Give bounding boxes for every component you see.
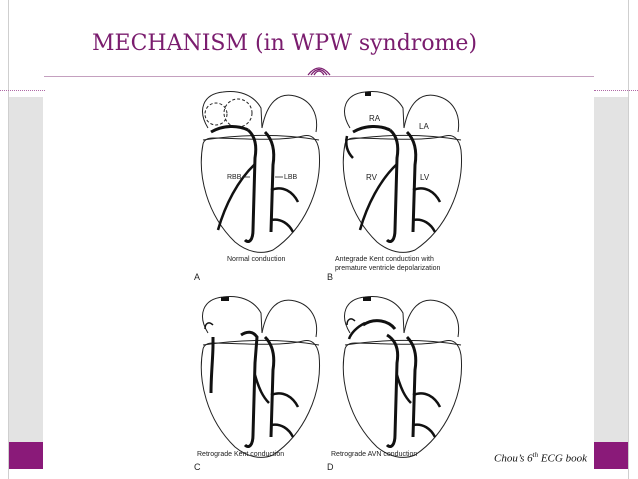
title-area: MECHANISM (in WPW syndrome): [44, 0, 594, 95]
heart-diagram-d: [342, 296, 463, 458]
panel-c-caption: Retrograde Kent conduction: [197, 451, 285, 458]
panel-b-caption-line-1: Antegrade Kent conduction with: [335, 256, 434, 263]
diagram-panel-d: Retrograde AVN conduction D: [325, 285, 470, 475]
source-suffix: ECG book: [538, 452, 587, 465]
arc-ornament-icon: [307, 67, 331, 76]
panel-a-caption: Normal conduction: [227, 256, 286, 263]
panel-b-caption-line-2: premature ventricle depolarization: [335, 265, 441, 272]
panel-d-caption: Retrograde AVN conduction: [331, 451, 418, 458]
left-border-line: [8, 0, 9, 479]
left-accent-block: [9, 442, 43, 469]
title-underline: [44, 76, 594, 77]
label-rbb: RBB: [227, 174, 242, 181]
diagram-panel-b: RA LA RV LV Antegrade Kent conduction wi…: [325, 80, 470, 290]
heart-diagram-b: [342, 91, 463, 253]
source-prefix: Chou’s 6: [494, 452, 533, 465]
heart-diagram-c: [200, 296, 321, 458]
diagram-panel-a: RBB LBB Normal conduction A: [183, 80, 328, 290]
label-lv: LV: [420, 173, 430, 182]
diagram-panel-c: Retrograde Kent conduction C: [183, 285, 328, 475]
label-lbb: LBB: [284, 174, 298, 181]
left-dotted-rule: [0, 90, 45, 91]
slide-title: MECHANISM (in WPW syndrome): [92, 31, 478, 56]
panel-b-letter: B: [327, 272, 334, 282]
heart-diagram-a: [200, 91, 321, 253]
right-accent-block: [594, 442, 628, 469]
label-la: LA: [419, 122, 429, 131]
left-side-band: [9, 97, 43, 442]
source-citation: Chou’s 6th ECG book: [494, 451, 587, 465]
panel-d-letter: D: [327, 462, 334, 472]
label-ra: RA: [369, 114, 381, 123]
right-dotted-rule: [594, 90, 638, 91]
panel-c-letter: C: [194, 462, 201, 472]
source-superscript: th: [532, 451, 539, 459]
panel-a-letter: A: [194, 272, 201, 282]
right-side-band: [594, 97, 628, 442]
label-rv: RV: [366, 173, 377, 182]
right-border-line: [628, 0, 629, 479]
